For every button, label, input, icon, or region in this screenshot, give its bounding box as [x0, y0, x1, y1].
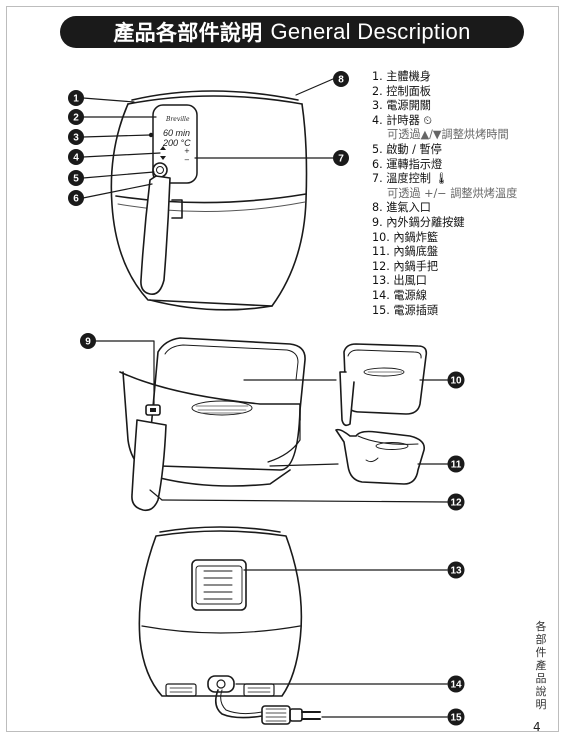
svg-text:6: 6 — [73, 194, 79, 205]
timer-up-icon — [160, 146, 166, 150]
title-english: General Description — [270, 19, 471, 44]
part-item-9: 9. 內外鍋分離按鍵 — [372, 215, 465, 229]
svg-text:1: 1 — [73, 94, 79, 105]
callout-15: 15 — [447, 708, 465, 726]
callout-8: 8 — [333, 71, 349, 87]
callout-14: 14 — [447, 675, 465, 693]
part-item-2: 2. 控制面板 — [372, 84, 431, 98]
svg-text:15: 15 — [450, 713, 462, 724]
side-section-tab: 各部件產品說明 — [535, 620, 547, 711]
callout-7: 7 — [333, 150, 349, 166]
cord-exit — [207, 675, 235, 693]
svg-text:11: 11 — [451, 460, 462, 471]
fryer-front-view: + − — [110, 90, 308, 311]
part-item-3: 3. 電源開關 — [372, 99, 431, 113]
callout-9: 9 — [80, 333, 96, 349]
callout-13: 13 — [447, 561, 465, 579]
part-item-8: 8. 進氣入口 — [372, 201, 431, 215]
callout-4: 4 — [68, 149, 84, 165]
panel-brand-logo: Breville — [165, 116, 190, 123]
svg-text:+: + — [184, 147, 190, 155]
svg-text:7: 7 — [338, 154, 344, 165]
svg-text:5: 5 — [73, 174, 79, 185]
callout-11: 11 — [447, 455, 465, 473]
callout-10: 10 — [447, 371, 465, 389]
svg-text:4: 4 — [73, 153, 79, 164]
part-item-13: 13. 出風口 — [372, 274, 427, 288]
callout-5: 5 — [68, 170, 84, 186]
svg-text:8: 8 — [338, 75, 344, 86]
panel-time-readout: 60 min — [163, 128, 190, 138]
part-item-11: 11. 內鍋底盤 — [372, 245, 439, 259]
page-border — [6, 6, 559, 732]
control-panel — [152, 104, 198, 184]
power-cord-and-plug — [214, 689, 321, 725]
svg-text:2: 2 — [73, 113, 79, 124]
svg-text:14: 14 — [450, 680, 462, 691]
svg-text:3: 3 — [73, 133, 79, 144]
vent-slats — [203, 570, 233, 600]
part-item-4: 4. 計時器 ⏲ — [372, 113, 433, 127]
callout-3: 3 — [68, 129, 84, 145]
basket-handle — [131, 419, 167, 512]
part-item-14: 14. 電源線 — [372, 288, 427, 302]
title-chinese: 產品各部件說明 — [113, 21, 263, 45]
leader-lines-basket — [95, 340, 449, 503]
svg-text:12: 12 — [450, 498, 462, 509]
page-title: 產品各部件說明 General Description — [60, 16, 524, 48]
svg-text:9: 9 — [85, 337, 91, 348]
callout-12: 12 — [447, 493, 465, 511]
part-item-7-note: 可透過 +/− 調整烘烤溫度 — [387, 186, 518, 200]
callout-2: 2 — [68, 109, 84, 125]
part-item-4-note: 可透過▲/▼調整烘烤時間 — [387, 128, 509, 142]
parts-list: 1. 主體機身 2. 控制面板 3. 電源開關 4. 計時器 ⏲ 可透過▲/▼調… — [372, 70, 517, 318]
part-item-10: 10. 內鍋炸籃 — [372, 230, 439, 244]
callout-1: 1 — [68, 90, 84, 106]
leader-lines-front — [82, 78, 334, 199]
svg-text:13: 13 — [450, 566, 462, 577]
part-item-1: 1. 主體機身 — [372, 70, 431, 83]
part-item-7: 7. 溫度控制 🌡 — [372, 172, 449, 186]
fryer-basket-view — [119, 337, 306, 512]
timer-down-icon — [160, 156, 166, 160]
inner-basket-figure — [339, 343, 428, 427]
inner-base-figure — [335, 428, 426, 485]
start-pause-button — [152, 162, 168, 178]
part-item-15: 15. 電源插頭 — [372, 303, 439, 317]
leader-lines-rear — [235, 569, 448, 718]
panel-temp-readout: 200 °C — [162, 138, 191, 148]
part-item-6: 6. 運轉指示燈 — [372, 157, 443, 171]
svg-text:−: − — [184, 156, 190, 164]
part-item-5: 5. 啟動 / 暫停 — [372, 142, 442, 156]
fryer-rear-view — [138, 526, 303, 697]
callout-6: 6 — [68, 190, 84, 206]
page-number: 4 — [533, 720, 541, 734]
fryer-handle-front — [140, 175, 171, 296]
power-switch-dot — [148, 132, 154, 138]
exhaust-vent — [191, 559, 247, 611]
svg-text:10: 10 — [450, 376, 462, 387]
part-item-12: 12. 內鍋手把 — [372, 259, 439, 273]
callout-badges: 1 2 3 4 5 6 7 8 9 10 11 12 13 14 15 — [68, 71, 465, 726]
